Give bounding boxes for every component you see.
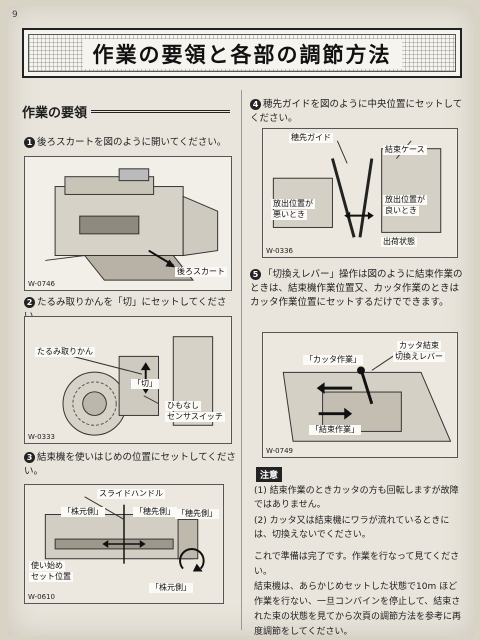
label-release-bad-1: 放出位置が [271,199,315,209]
figure-code-2: W-0333 [28,433,55,441]
figure-binder-position: スライドハンドル 「株元側」 「穂先側」 使い始め セット位置 「穂先側」 「株… [24,484,224,604]
label-binder-case: 結束ケース [383,145,427,155]
page-title: 作業の要領と各部の調節方法 [34,39,450,69]
label-tip-guide: 穂先ガイド [289,133,333,143]
label-slack-remover: たるみ取りかん [35,347,95,357]
step-5: 5「切換えレバー」操作は図のように結束作業のときは、結束機作業位置又、カッタ作業… [250,268,464,310]
binder-position-illustration [25,485,223,603]
label-factory-state: 出荷状態 [381,237,417,247]
label-off: 「切」 [131,379,159,389]
figure-code-4: W-0336 [266,247,293,255]
step-4-text: 穂先ガイドを図のように中央位置にセットしてください。 [250,99,463,124]
label-binder-work: 「結束作業」 [309,425,361,435]
step-4-number: 4 [250,99,261,110]
step-5-text: 「切換えレバー」操作は図のように結束作業のときは、結束機作業位置又、カッタ作業の… [250,269,463,308]
section-rule [91,109,230,113]
closing-adjust: 結束機は、あらかじめセットした状態で10m ほど作業を行ない、一旦コンバインを停… [254,582,462,637]
figure-code-3: W-0610 [28,593,55,601]
step-2-number: 2 [24,297,35,308]
section-title: 作業の要領 [22,105,88,121]
figure-code-5: W-0749 [266,447,293,455]
tip-guide-illustration [263,129,457,257]
step-3-text: 結束機を使いはじめの位置にセットしてください。 [24,452,236,477]
closing-ready: これで準備は完了です。作業を行なって見てください。 [254,552,460,577]
figure-switch-lever: カッタ結束 切換えレバー 「カッタ作業」 「結束作業」 W-0749 [262,332,458,458]
step-5-number: 5 [250,269,261,280]
page-title-text: 作業の要領と各部の調節方法 [82,39,402,69]
label-set-position: セット位置 [29,572,73,582]
label-cutter-work: 「カッタ作業」 [303,355,363,365]
label-no-string: ひもなし [165,401,201,411]
slack-remover-illustration [25,317,231,443]
rear-skirt-illustration [45,168,219,281]
label-release-good-1: 放出位置が [383,195,427,205]
label-stem-side-2: 「株元側」 [149,583,193,593]
label-switch-lever: 切換えレバー [393,352,445,362]
label-cutter-binder: カッタ結束 [397,341,441,351]
label-tip-side: 「穂先側」 [133,507,177,517]
step-1-text: 後ろスカートを図のように開いてください。 [37,137,227,148]
figure-code-1: W-0746 [28,280,55,288]
figure-slack-remover: たるみ取りかん 「切」 ひもなし センサスイッチ W-0333 [24,316,232,444]
label-sensor-switch: センサスイッチ [165,412,225,422]
label-tip-side-2: 「穂先側」 [175,509,219,519]
note-heading: 注意 [256,467,283,482]
label-stem-side: 「株元側」 [61,507,105,517]
label-release-good-2: 良いとき [383,206,419,216]
column-divider [241,90,242,630]
note-item-2: (2) カッタ又は結束機にワラが流れているときには、切換えないでください。 [254,516,450,540]
figure-tip-guide: 穂先ガイド 結束ケース 放出位置が 悪いとき 放出位置が 良いとき 出荷状態 W… [262,128,458,258]
step-3-number: 3 [24,452,35,463]
label-rear-skirt: 後ろスカート [175,267,227,277]
page-number: 9 [12,10,18,20]
section-heading: 作業の要領 [22,102,230,121]
label-release-bad-2: 悪いとき [271,210,307,220]
label-initial: 使い始め [29,561,65,571]
figure-rear-skirt: 後ろスカート W-0746 [24,156,232,291]
note-item-1: (1) 結束作業のときカッタの方も回転しますが故障ではありません。 [254,486,459,510]
label-slide-handle: スライドハンドル [97,489,165,499]
title-banner: 作業の要領と各部の調節方法 [22,28,462,78]
step-1-number: 1 [24,137,35,148]
